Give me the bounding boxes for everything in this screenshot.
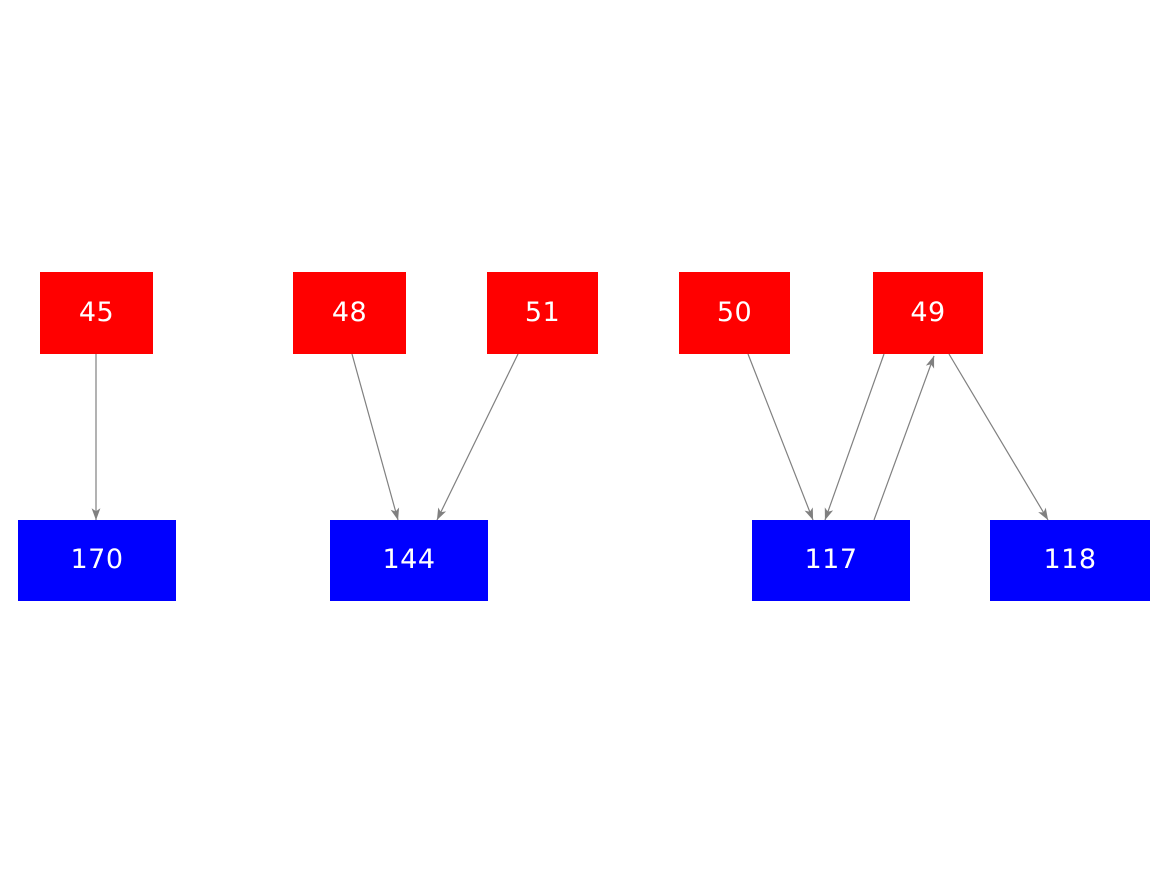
node-170[interactable]: 170 bbox=[18, 520, 176, 601]
node-label: 50 bbox=[716, 296, 753, 328]
node-label: 170 bbox=[70, 544, 124, 575]
node-48[interactable]: 48 bbox=[293, 272, 406, 354]
node-label: 45 bbox=[78, 296, 115, 328]
edge-49-to-117 bbox=[824, 353, 885, 521]
node-label: 48 bbox=[331, 296, 368, 328]
edge-51-to-144 bbox=[436, 353, 519, 521]
node-51[interactable]: 51 bbox=[487, 272, 598, 354]
node-45[interactable]: 45 bbox=[40, 272, 153, 354]
edge-50-to-117 bbox=[747, 353, 814, 521]
node-117[interactable]: 117 bbox=[752, 520, 910, 601]
edge-48-to-144 bbox=[351, 353, 400, 521]
node-label: 117 bbox=[804, 544, 858, 575]
node-50[interactable]: 50 bbox=[679, 272, 790, 354]
edge-117-to-49 bbox=[873, 355, 935, 521]
edge-group bbox=[91, 353, 1049, 521]
edge-49-to-118 bbox=[948, 353, 1049, 521]
node-label: 51 bbox=[524, 296, 561, 328]
node-49[interactable]: 49 bbox=[873, 272, 983, 354]
node-label: 49 bbox=[910, 296, 946, 328]
node-label: 144 bbox=[382, 544, 436, 575]
node-144[interactable]: 144 bbox=[330, 520, 488, 601]
node-label: 118 bbox=[1043, 544, 1097, 575]
node-118[interactable]: 118 bbox=[990, 520, 1150, 601]
